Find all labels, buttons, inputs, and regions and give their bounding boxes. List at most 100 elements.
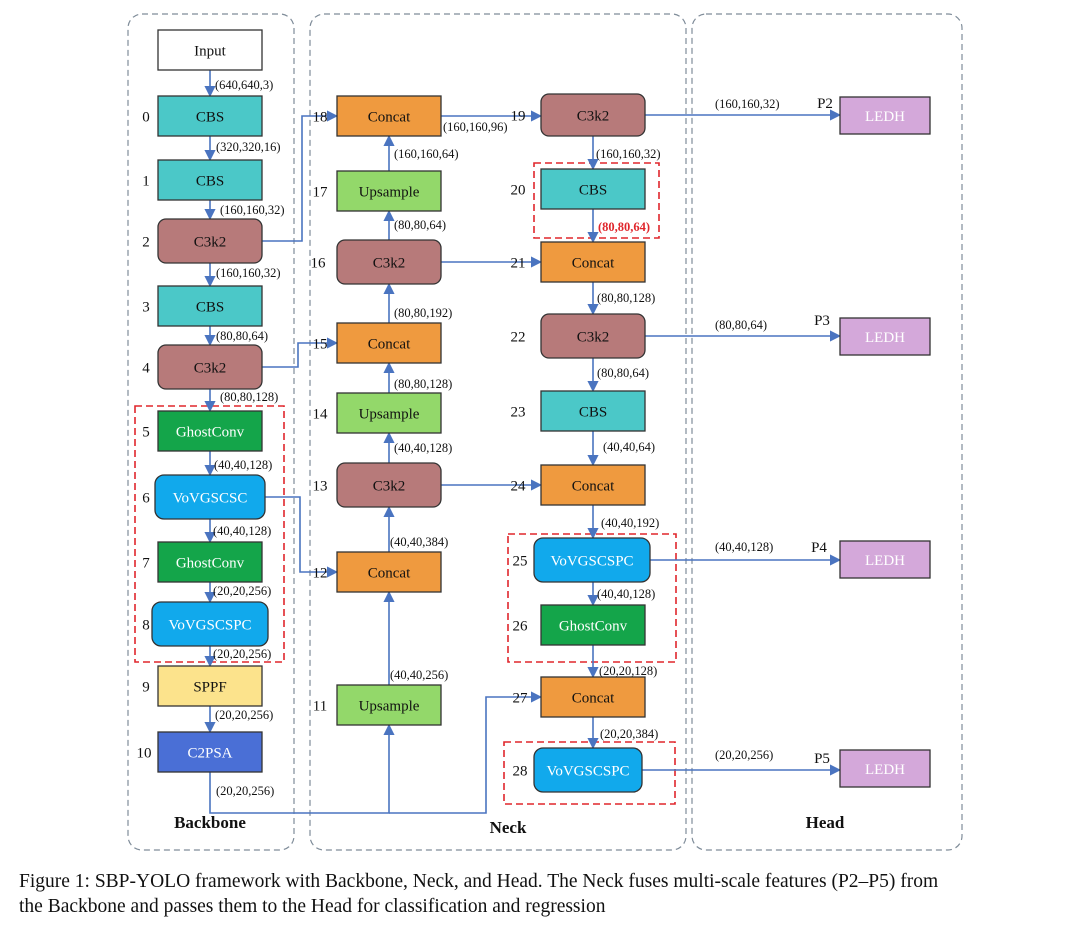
- node-n13-box: [336, 462, 442, 508]
- node-n13-index: 13: [313, 479, 328, 495]
- node-n26-box: [540, 604, 646, 646]
- shape-label-s2: (160,160,32): [220, 203, 285, 217]
- shape-label-s21: (80,80,64): [598, 220, 650, 234]
- shape-label-s15: (80,80,128): [394, 377, 452, 391]
- shape-label-s29: (160,160,32): [715, 97, 780, 111]
- node-n24-label: Concat: [572, 479, 615, 495]
- node-p3-label: LEDH: [865, 330, 905, 346]
- shape-label-s4: (80,80,64): [216, 329, 268, 343]
- shape-label-s14: (40,40,128): [394, 441, 452, 455]
- node-n2-index: 2: [142, 235, 150, 251]
- node-n1-label: CBS: [196, 174, 224, 190]
- node-n19-label: C3k2: [577, 109, 610, 125]
- node-n18-box: [336, 95, 442, 137]
- shape-label-s7: (40,40,128): [213, 524, 271, 538]
- node-n5-label: GhostConv: [176, 425, 245, 441]
- node-n1-box: [157, 159, 263, 201]
- node-n24-index: 24: [511, 479, 527, 495]
- shape-label-s27: (20,20,128): [599, 664, 657, 678]
- node-n7-box: [157, 541, 263, 583]
- shape-label-s0: (640,640,3): [215, 78, 273, 92]
- node-n9-index: 9: [142, 680, 150, 696]
- edge-11: [209, 723, 395, 814]
- edge-19: [262, 110, 339, 242]
- node-n25-index: 25: [513, 554, 528, 570]
- node-p3-box: [839, 317, 931, 356]
- node-n28-label: VoVGSCSPC: [546, 764, 629, 780]
- node-n18-index: 18: [313, 110, 328, 126]
- node-p5-box: [839, 749, 931, 788]
- edge-20: [262, 337, 339, 368]
- node-n20-label: CBS: [579, 183, 607, 199]
- shape-label-s31: (40,40,128): [715, 540, 773, 554]
- node-n17-label: Upsample: [359, 185, 420, 201]
- node-n26-index: 26: [513, 619, 529, 635]
- edge-34: [389, 691, 543, 814]
- node-n25-box: [533, 537, 651, 583]
- node-n10-box: [157, 731, 263, 773]
- node-n10-index: 10: [137, 746, 152, 762]
- node-n2-label: C3k2: [194, 235, 227, 251]
- node-n4-index: 4: [142, 361, 150, 377]
- node-n9-box: [157, 665, 263, 707]
- node-n15-label: Concat: [368, 337, 411, 353]
- shape-label-s20: (160,160,32): [596, 147, 661, 161]
- node-n28-box: [533, 747, 643, 793]
- node-n17-box: [336, 170, 442, 212]
- node-n22-label: C3k2: [577, 330, 610, 346]
- node-n6-box: [154, 474, 266, 520]
- node-n0-box: [157, 95, 263, 137]
- node-n7-index: 7: [142, 556, 150, 572]
- node-p3-index: P3: [814, 313, 830, 329]
- node-n21-label: Concat: [572, 256, 615, 272]
- shape-label-s30: (80,80,64): [715, 318, 767, 332]
- node-n14-label: Upsample: [359, 407, 420, 423]
- node-n8-box: [151, 601, 269, 647]
- backbone-title: Backbone: [174, 813, 246, 832]
- node-n18-label: Concat: [368, 110, 411, 126]
- node-n3-label: CBS: [196, 300, 224, 316]
- node-n28-index: 28: [513, 764, 528, 780]
- node-n16-index: 16: [311, 256, 327, 272]
- node-n13-label: C3k2: [373, 479, 406, 495]
- node-n20-box: [540, 168, 646, 210]
- shape-label-s28: (20,20,384): [600, 727, 658, 741]
- node-n2-box: [157, 218, 263, 264]
- shape-label-s18: (160,160,64): [394, 147, 459, 161]
- node-n4-label: C3k2: [194, 361, 227, 377]
- node-n11-index: 11: [313, 699, 327, 715]
- node-n9-label: SPPF: [193, 680, 226, 696]
- shape-label-s32: (20,20,256): [715, 748, 773, 762]
- node-n17-index: 17: [313, 185, 329, 201]
- node-input-label: Input: [194, 44, 226, 60]
- node-n24-box: [540, 464, 646, 506]
- shape-label-s9: (20,20,256): [213, 647, 271, 661]
- node-n27-box: [540, 676, 646, 718]
- neck-section: [309, 13, 687, 851]
- backbone-section: [127, 13, 295, 851]
- node-p5-label: LEDH: [865, 762, 905, 778]
- neck-title: Neck: [490, 818, 527, 837]
- node-n10-label: C2PSA: [187, 746, 232, 762]
- figure-caption: Figure 1: SBP-YOLO framework with Backbo…: [19, 869, 1069, 919]
- node-n4-box: [157, 344, 263, 390]
- node-n15-box: [336, 322, 442, 364]
- node-p2-label: LEDH: [865, 109, 905, 125]
- shape-label-s1: (320,320,16): [216, 140, 281, 154]
- caption-line-2: the Backbone and passes them to the Head…: [19, 896, 606, 917]
- node-n1-index: 1: [142, 174, 150, 190]
- node-p4-label: LEDH: [865, 553, 905, 569]
- head-section: [691, 13, 963, 851]
- node-n8-label: VoVGSCSPC: [168, 618, 251, 634]
- shape-label-s26: (40,40,128): [597, 587, 655, 601]
- node-n3-box: [157, 285, 263, 327]
- shape-label-s3: (160,160,32): [216, 266, 281, 280]
- node-p5-index: P5: [814, 751, 830, 767]
- shape-label-s16: (80,80,192): [394, 306, 452, 320]
- node-n21-box: [540, 241, 646, 283]
- node-n21-index: 21: [511, 256, 526, 272]
- node-input-box: [157, 29, 263, 71]
- node-n20-index: 20: [511, 183, 526, 199]
- node-n11-box: [336, 684, 442, 726]
